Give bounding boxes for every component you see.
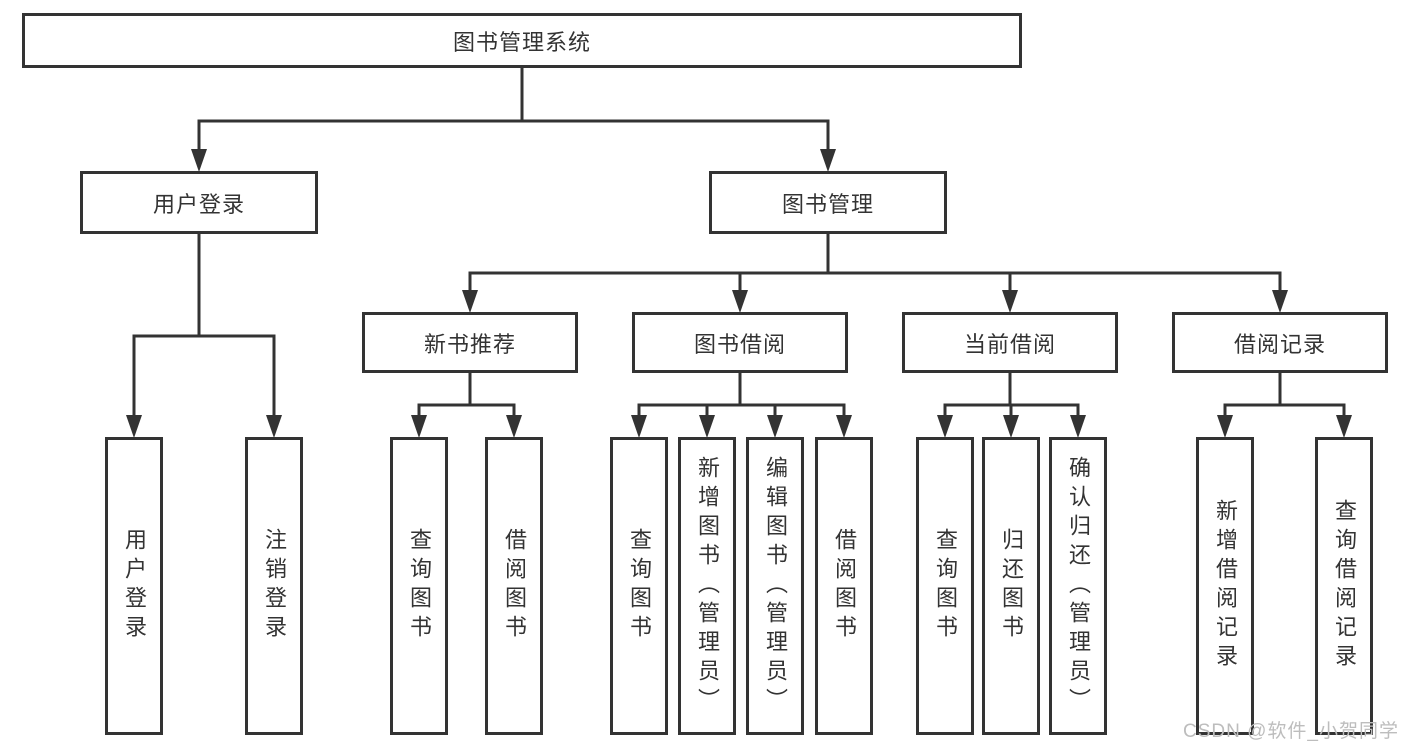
leaf-label: 借阅图书 bbox=[832, 528, 857, 644]
node-borrow-records: 借阅记录 bbox=[1172, 312, 1388, 373]
node-label: 当前借阅 bbox=[963, 331, 1056, 357]
leaf-label: 借阅图书 bbox=[502, 528, 527, 644]
arrowhead-icon bbox=[699, 415, 715, 438]
arrowhead-icon bbox=[411, 415, 427, 438]
arrowhead-icon bbox=[1336, 415, 1352, 438]
leaf-user-login: 用户登录 bbox=[105, 437, 163, 735]
arrowheads bbox=[126, 149, 1352, 438]
leaf-borrow-books: 借阅图书 bbox=[815, 437, 873, 735]
leaf-label: 查询图书 bbox=[407, 528, 432, 644]
arrowhead-icon bbox=[506, 415, 522, 438]
arrowhead-icon bbox=[631, 415, 647, 438]
leaf-label: 用户登录 bbox=[122, 528, 147, 644]
leaf-query-books-current: 查询图书 bbox=[916, 437, 974, 735]
arrowhead-icon bbox=[937, 415, 953, 438]
leaf-label: 确认归还（管理员） bbox=[1066, 455, 1091, 717]
leaf-label: 注销登录 bbox=[262, 528, 287, 644]
connector-book-management-to-level3 bbox=[468, 234, 1282, 293]
connector-new-book-recommend-to-leaves bbox=[417, 373, 516, 418]
leaf-add-borrow-record: 新增借阅记录 bbox=[1196, 437, 1254, 735]
node-user-login: 用户登录 bbox=[80, 171, 318, 234]
arrowhead-icon bbox=[732, 290, 748, 313]
arrowhead-icon bbox=[266, 415, 282, 438]
arrowhead-icon bbox=[767, 415, 783, 438]
node-root-library-system: 图书管理系统 bbox=[22, 13, 1022, 68]
arrowhead-icon bbox=[1217, 415, 1233, 438]
node-current-borrow: 当前借阅 bbox=[902, 312, 1118, 373]
leaf-edit-books-admin: 编辑图书（管理员） bbox=[746, 437, 804, 735]
node-label: 用户登录 bbox=[152, 191, 245, 217]
connector-borrow-records-to-leaves bbox=[1223, 373, 1346, 418]
leaf-return-books: 归还图书 bbox=[982, 437, 1040, 735]
arrowhead-icon bbox=[1003, 415, 1019, 438]
leaf-label: 查询借阅记录 bbox=[1332, 499, 1357, 673]
node-book-management: 图书管理 bbox=[709, 171, 947, 234]
leaf-label: 编辑图书（管理员） bbox=[763, 455, 788, 717]
connector-book-borrow-to-leaves bbox=[637, 373, 846, 418]
node-label: 新书推荐 bbox=[423, 331, 516, 357]
csdn-watermark: CSDN @软件_小贺同学 bbox=[1183, 721, 1399, 742]
arrowhead-icon bbox=[1002, 290, 1018, 313]
leaf-logout: 注销登录 bbox=[245, 437, 303, 735]
leaf-add-books-admin: 新增图书（管理员） bbox=[678, 437, 736, 735]
connector-user-login-to-leaves bbox=[132, 234, 276, 418]
node-book-borrow: 图书借阅 bbox=[632, 312, 848, 373]
arrowhead-icon bbox=[1272, 290, 1288, 313]
node-new-book-recommend: 新书推荐 bbox=[362, 312, 578, 373]
node-label: 图书管理系统 bbox=[452, 29, 591, 55]
leaf-label: 查询图书 bbox=[933, 528, 958, 644]
connector-lines bbox=[132, 68, 1346, 418]
arrowhead-icon bbox=[462, 290, 478, 313]
leaf-confirm-return-admin: 确认归还（管理员） bbox=[1049, 437, 1107, 735]
leaf-borrow-books-recommend: 借阅图书 bbox=[485, 437, 543, 735]
leaf-query-borrow-record: 查询借阅记录 bbox=[1315, 437, 1373, 735]
connector-root-to-level2 bbox=[197, 68, 830, 152]
leaf-query-books-recommend: 查询图书 bbox=[390, 437, 448, 735]
leaf-label: 归还图书 bbox=[999, 528, 1024, 644]
arrowhead-icon bbox=[191, 149, 207, 172]
leaf-label: 查询图书 bbox=[627, 528, 652, 644]
node-label: 借阅记录 bbox=[1233, 331, 1326, 357]
arrowhead-icon bbox=[836, 415, 852, 438]
node-label: 图书借阅 bbox=[693, 331, 786, 357]
arrowhead-icon bbox=[820, 149, 836, 172]
connector-current-borrow-to-leaves bbox=[943, 373, 1080, 418]
leaf-label: 新增借阅记录 bbox=[1213, 499, 1238, 673]
leaf-query-books-borrow: 查询图书 bbox=[610, 437, 668, 735]
leaf-label: 新增图书（管理员） bbox=[695, 455, 720, 717]
arrowhead-icon bbox=[126, 415, 142, 438]
arrowhead-icon bbox=[1070, 415, 1086, 438]
node-label: 图书管理 bbox=[781, 191, 874, 217]
